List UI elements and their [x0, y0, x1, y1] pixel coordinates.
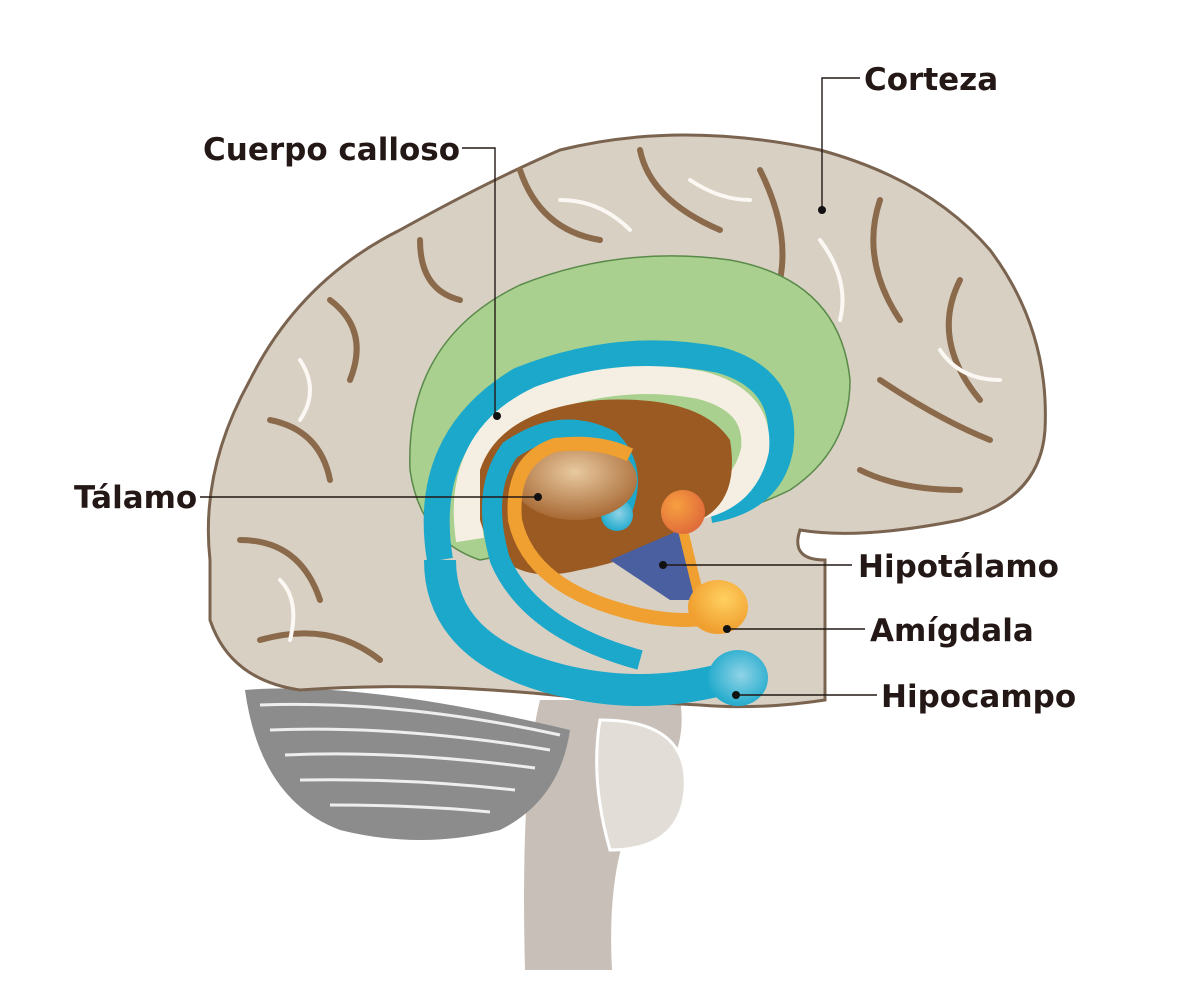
- label-hipocampo: Hipocampo: [881, 679, 1076, 715]
- hypothalamus-region: [610, 530, 700, 600]
- label-amigdala: Amígdala: [870, 613, 1034, 649]
- cortex-folds: [237, 147, 993, 663]
- cuerpo-calloso-leader: [462, 147, 496, 416]
- hypothalamus: [661, 490, 705, 534]
- hippocampus: [708, 650, 768, 706]
- hippocampus-arc: [424, 559, 724, 706]
- label-cuerpo-calloso: Cuerpo calloso: [203, 132, 460, 168]
- label-corteza: Corteza: [864, 62, 998, 98]
- cerebellum: [245, 688, 570, 840]
- pons: [595, 718, 687, 852]
- fornix-outer: [423, 340, 795, 563]
- label-talamo: Tálamo: [74, 480, 197, 516]
- corpus-callosum: [453, 366, 770, 543]
- stria-terminalis: [507, 436, 723, 627]
- corteza-leader: [821, 77, 860, 210]
- label-hipotalamo: Hipotálamo: [858, 549, 1059, 585]
- amygdala: [688, 580, 748, 634]
- thalamus: [513, 440, 637, 520]
